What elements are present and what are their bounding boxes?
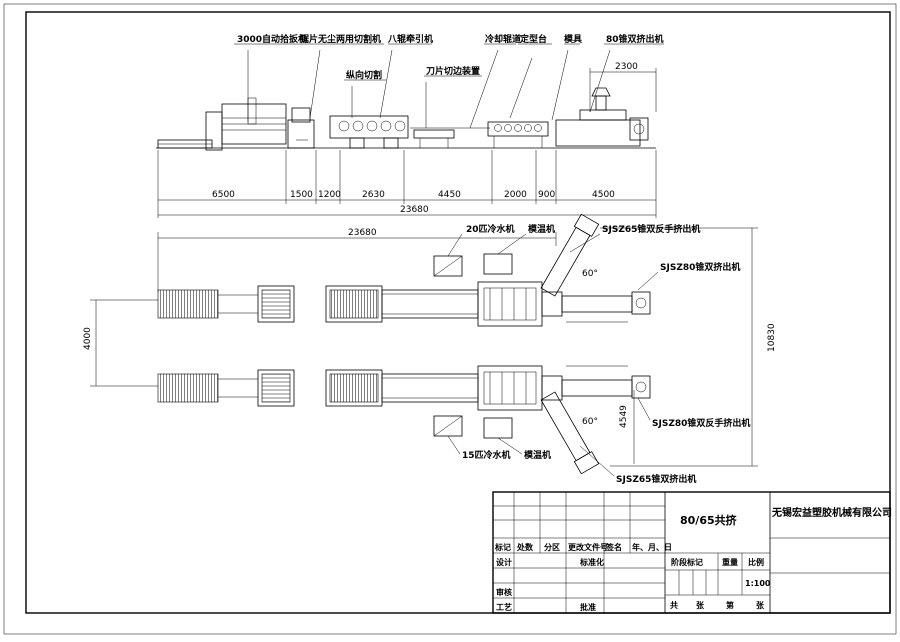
dim-4000: 4000 xyxy=(83,327,93,350)
mold-temp-upper xyxy=(483,253,513,275)
label-extruder: 80锥双挤出机 xyxy=(606,33,664,45)
label-die: 模具 xyxy=(564,33,582,45)
label-trim-device: 刀片切边装置 xyxy=(426,65,480,77)
dim-6500: 6500 xyxy=(212,190,235,200)
side-view-machines xyxy=(156,87,656,151)
dim-4450: 4450 xyxy=(438,190,461,200)
tb-review: 审核 xyxy=(496,587,512,597)
dim-900: 900 xyxy=(538,190,555,200)
tb-rev-header-0: 标记 xyxy=(494,542,511,552)
angle-bottom: 60° xyxy=(582,417,598,427)
side-view-leaders xyxy=(234,43,664,129)
tb-scale-value: 1:100 xyxy=(745,579,771,588)
tb-company: 无锡宏益塑胶机械有限公司 xyxy=(771,506,892,519)
dim-2000: 2000 xyxy=(504,190,527,200)
dim-1500: 1500 xyxy=(290,190,313,200)
dim-1200: 1200 xyxy=(318,190,341,200)
label-saw-cutter: 锯片无尘两用切割机 xyxy=(300,33,381,45)
dim-2630: 2630 xyxy=(362,190,385,200)
plan-view: 23680 4000 10830 4549 xyxy=(83,213,777,485)
dim-4549: 4549 xyxy=(619,405,629,428)
side-view: 3000自动拾扳机 锯片无尘两用切割机 八辊牵引机 纵向切割 刀片切边装置 冷却… xyxy=(156,33,664,218)
tb-sheet-unit2: 张 xyxy=(756,601,765,610)
tb-weight: 重量 xyxy=(722,557,738,567)
tb-rev-header-4: 签名 xyxy=(605,542,622,552)
label-calibration-table: 定型台 xyxy=(519,33,547,45)
dim-total-plan: 23680 xyxy=(348,228,377,238)
mold-temp-lower xyxy=(483,417,513,439)
plan-line-upper xyxy=(157,213,651,327)
angle-top: 60° xyxy=(582,269,598,279)
tb-standard: 标准化 xyxy=(579,557,604,567)
dim-4500: 4500 xyxy=(592,190,615,200)
tb-rev-header-1: 处数 xyxy=(516,542,534,552)
label-sjsz65: SJSZ65锥双挤出机 xyxy=(616,473,696,485)
label-chiller-15: 15匹冷水机 xyxy=(462,449,511,461)
tb-stage-mark: 阶段标记 xyxy=(671,557,703,567)
tb-sheet-unit: 张 xyxy=(696,601,705,610)
dim-2300: 2300 xyxy=(615,62,638,72)
side-view-dimensions: 2300 6500 1500 1200 2630 4450 2000 900 4… xyxy=(157,62,657,218)
tb-rev-header-5: 年、月、日 xyxy=(632,542,672,552)
tb-sheet-total: 共 xyxy=(670,600,678,610)
outer-border xyxy=(3,3,897,635)
tb-design: 设计 xyxy=(496,557,512,567)
tb-scale-label: 比例 xyxy=(748,557,764,567)
label-mold-temp-top: 模温机 xyxy=(528,223,555,235)
tb-approve: 批准 xyxy=(580,602,596,612)
label-cooling-rollers: 冷却辊道 xyxy=(485,33,521,45)
title-block: 标记 处数 分区 更改文件号 签名 年、月、日 设计 标准化 审核 工艺 批准 … xyxy=(492,491,892,614)
label-auto-stacker: 3000自动拾扳机 xyxy=(237,33,307,45)
label-sjsz80-reverse: SJSZ80锥双反手挤出机 xyxy=(652,417,750,429)
tb-product: 80/65共挤 xyxy=(680,513,738,527)
tb-sheet-no: 第 xyxy=(726,600,734,610)
tb-rev-header-2: 分区 xyxy=(544,542,560,552)
label-sjsz80: SJSZ80锥双挤出机 xyxy=(660,261,740,273)
plan-line-lower xyxy=(157,365,651,475)
label-chiller-20: 20匹冷水机 xyxy=(466,223,515,235)
plan-view-leaders xyxy=(447,233,659,477)
dim-10830: 10830 xyxy=(767,323,777,352)
label-mold-temp-bottom: 模温机 xyxy=(524,449,551,461)
label-sjsz65-reverse: SJSZ65锥双反手挤出机 xyxy=(602,223,700,235)
tb-process: 工艺 xyxy=(496,602,512,612)
label-cross-cutter: 纵向切割 xyxy=(346,69,382,81)
dim-total-side: 23680 xyxy=(400,205,429,215)
tb-rev-header-3: 更改文件号 xyxy=(568,542,608,552)
inner-frame xyxy=(25,11,891,614)
label-haul-off: 八辊牵引机 xyxy=(387,33,433,45)
